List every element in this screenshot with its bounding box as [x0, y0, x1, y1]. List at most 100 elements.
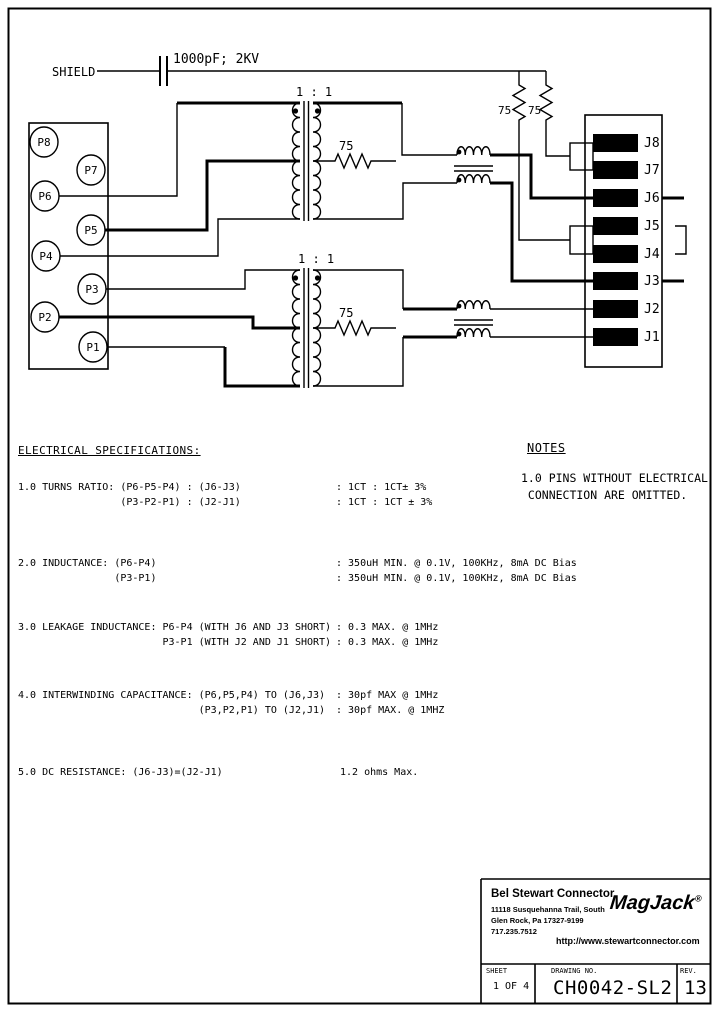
transformer-2-ratio-label: 1 : 1: [298, 252, 334, 266]
rev-label: REV.: [680, 967, 697, 975]
capacitor-label: 1000pF; 2KV: [173, 52, 259, 67]
pin-p2-label: P2: [38, 311, 51, 324]
spec-left-text: (P3,P2,P1) TO (J2,J1): [18, 705, 326, 716]
page-border: [7, 7, 712, 1005]
wire-p2-bold: [59, 315, 300, 330]
spec-left-text: 1.0 TURNS RATIO: (P6-P5-P4) : (J6-J3): [18, 482, 241, 493]
j-block-outline: [584, 114, 663, 368]
rev-value: 13: [684, 977, 707, 999]
spec-left-text: (P3-P2-P1) : (J2-J1): [18, 497, 241, 508]
pin-p3-label: P3: [85, 283, 98, 296]
pin-p7-circle: [76, 154, 106, 186]
transformer-2-dot-secondary: [314, 275, 321, 281]
spec-value: : 1CT : 1CT± 3%: [336, 482, 427, 493]
spec-line: 2.0 INDUCTANCE: (P6-P4) : 350uH MIN. @ 0…: [18, 556, 577, 571]
company-name: Bel Stewart Connector: [491, 888, 615, 900]
pin-p1-label: P1: [86, 341, 99, 354]
transformer-2-primary-winding: [291, 269, 301, 387]
pin-j1-label: J1: [644, 330, 660, 345]
pin-j1-pad: [593, 328, 638, 346]
pin-j2-label: J2: [644, 302, 660, 317]
wire-to-j3: [490, 181, 593, 283]
spec-left-text: (P3-P1): [18, 573, 157, 584]
sheet-label: SHEET: [486, 967, 508, 975]
company-address-line2: Glen Rock, Pa 17327-9199: [491, 916, 584, 925]
pin-p4-label: P4: [39, 250, 53, 263]
secondary-wires-2: [313, 269, 457, 387]
j8-j7-tie-bracket: [569, 142, 594, 171]
choke-2-core: [454, 319, 493, 326]
spec-item-inductance: 2.0 INDUCTANCE: (P6-P4) : 350uH MIN. @ 0…: [18, 556, 577, 586]
company-website: http://www.stewartconnector.com: [556, 936, 700, 946]
spec-value: : 30pf MAX. @ 1MHZ: [336, 705, 445, 716]
pin-j5-pad: [593, 217, 638, 235]
spec-left-text: 4.0 INTERWINDING CAPACITANCE: (P6,P5,P4)…: [18, 690, 326, 701]
spec-item-interwinding-capacitance: 4.0 INTERWINDING CAPACITANCE: (P6,P5,P4)…: [18, 688, 445, 718]
wire-t2-sec-bottom: [313, 337, 404, 387]
spec-item-turns-ratio: 1.0 TURNS RATIO: (P6-P5-P4) : (J6-J3) : …: [18, 480, 432, 510]
termination-resistor-left: [511, 71, 570, 241]
registered-mark-icon: ®: [694, 893, 703, 904]
pin-p8-label: P8: [37, 136, 50, 149]
choke-2-top-winding: [456, 300, 491, 310]
capacitor-icon: [159, 56, 168, 86]
pin-j8-label: J8: [644, 136, 660, 151]
pin-p7-label: P7: [84, 164, 97, 177]
wire-t1-sec-top: [401, 103, 457, 156]
notes-body: 1.0 PINS WITHOUT ELECTRICAL CONNECTION A…: [521, 470, 708, 504]
spec-value: : 350uH MIN. @ 0.1V, 100KHz, 8mA DC Bias: [336, 573, 577, 584]
spec-line: 1.0 TURNS RATIO: (P6-P5-P4) : (J6-J3) : …: [18, 480, 426, 495]
spec-left-text: 2.0 INDUCTANCE: (P6-P4): [18, 558, 157, 569]
primary-wires: [59, 101, 300, 388]
spec-value: : 1CT : 1CT ± 3%: [336, 497, 433, 508]
pin-p8-circle: [29, 126, 59, 158]
wire-p1-bold: [223, 347, 300, 388]
transformer-1-core: [303, 101, 310, 221]
secondary-wires-1: [313, 101, 457, 220]
spec-value: : 30pf MAX @ 1MHz: [336, 690, 439, 701]
choke-1-dot-bottom: [456, 177, 462, 183]
transformer-2-dot-primary: [292, 275, 299, 281]
company-address-line1: 11118 Susquehanna Trail, South: [491, 905, 605, 914]
j-pin-labels: J8 J7 J6 J5 J4 J3 J2 J1: [644, 136, 660, 345]
wire-to-j6: [490, 153, 593, 200]
choke-1-core: [454, 165, 493, 172]
transformer-1-dot-primary: [292, 108, 299, 114]
transformer-2-core: [303, 268, 310, 388]
pin-j2-pad: [593, 300, 638, 318]
choke-2-bottom-winding: [456, 328, 491, 338]
pin-j6-label: J6: [644, 191, 660, 206]
pin-j4-label: J4: [644, 247, 660, 262]
spec-line: P3-P1 (WITH J2 AND J1 SHORT) : 0.3 MAX. …: [18, 635, 438, 650]
spec-item-dc-resistance: 5.0 DC RESISTANCE: (J6-J3)=(J2-J1) 1.2 o…: [18, 765, 418, 780]
transformer-1-ratio-label: 1 : 1: [296, 85, 332, 99]
note-line-1: 1.0 PINS WITHOUT ELECTRICAL: [521, 471, 708, 485]
p-block-outline: [28, 122, 109, 370]
j-connector-block: [569, 114, 687, 368]
spec-value: : 0.3 MAX. @ 1MHz: [336, 622, 439, 633]
pin-j6-pad: [593, 189, 638, 207]
sheet-value: 1 OF 4: [493, 981, 530, 992]
choke-1-output-wires: [490, 153, 593, 283]
wire-t1-sec-bottom: [313, 182, 457, 220]
pin-j7-label: J7: [644, 163, 660, 178]
resistor-t1-center: [313, 152, 396, 170]
transformer-1-dot-secondary: [314, 108, 321, 114]
choke-2-dot-bottom: [456, 331, 462, 337]
wire-p6: [59, 103, 178, 197]
pin-j8-pad: [593, 134, 638, 152]
spec-line: (P3,P2,P1) TO (J2,J1) : 30pf MAX. @ 1MHZ: [18, 703, 445, 718]
resistor-t1-label: 75: [339, 139, 353, 153]
choke-2: [454, 300, 593, 338]
pin-p6-label: P6: [38, 190, 51, 203]
shield-label: SHIELD: [52, 65, 95, 79]
choke-1-bottom-winding: [456, 174, 491, 184]
termination-resistor-left-label: 75: [498, 104, 511, 117]
pin-j3-pad: [593, 272, 638, 290]
company-phone: 717.235.7512: [491, 927, 537, 936]
choke-2-dot-top: [456, 303, 462, 309]
termination-resistor-right-label: 75: [528, 104, 541, 117]
specs-heading: ELECTRICAL SPECIFICATIONS:: [18, 444, 201, 457]
brand-name: MagJack: [608, 892, 696, 914]
